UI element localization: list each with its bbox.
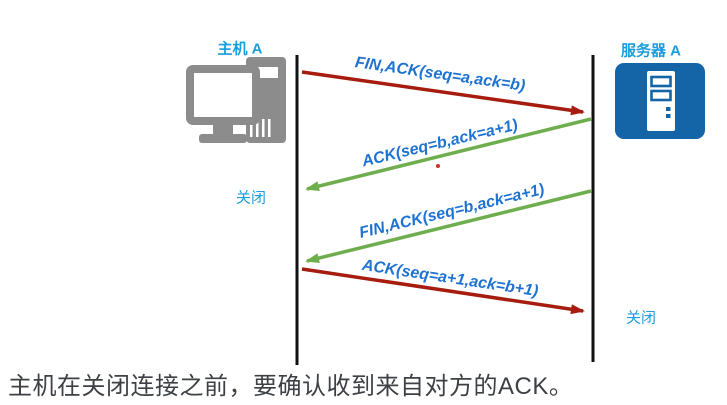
caption-text: 主机在关闭连接之前，要确认收到来自对方的ACK。 (8, 373, 574, 400)
message-arrow-ack-1 (305, 117, 592, 191)
message-arrow-fin-ack-2 (305, 189, 592, 263)
server-label: 服务器 A (620, 42, 682, 60)
host-computer-icon (186, 57, 286, 143)
server-icon (615, 63, 705, 139)
host-close-label: 关闭 (235, 189, 267, 207)
message-arrow-ack-2 (301, 267, 585, 315)
host-label: 主机 A (217, 40, 263, 58)
message-arrow-fin-ack-1 (301, 70, 585, 116)
pointer-dot (436, 164, 440, 168)
server-close-label: 关闭 (625, 309, 657, 327)
